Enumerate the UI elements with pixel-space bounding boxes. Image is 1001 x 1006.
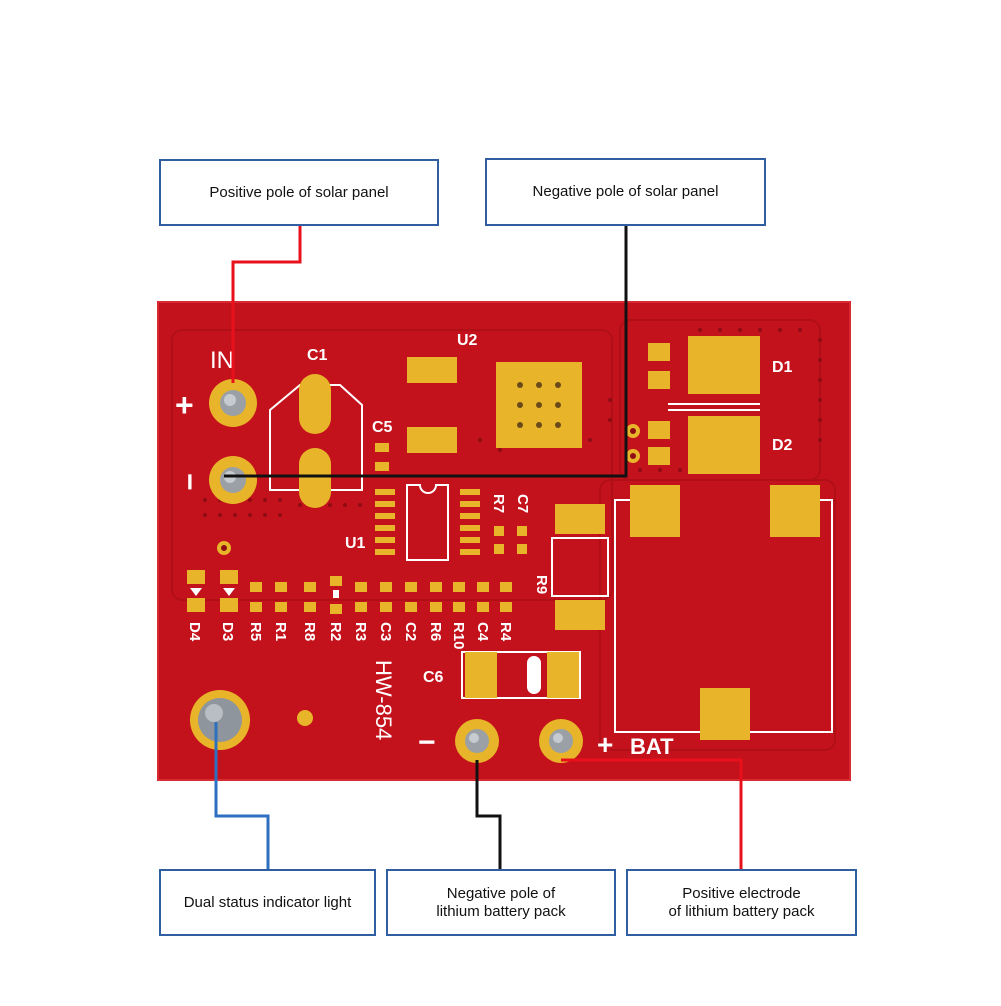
callout-status-light: Dual status indicator light [159, 869, 376, 936]
u2-label: U2 [457, 332, 478, 349]
r9-label: R9 [533, 575, 550, 594]
bat-plus-sign: + [597, 729, 613, 760]
r7-c7-pads [494, 526, 527, 554]
c1-pad-top [299, 374, 331, 434]
c1-pad-bottom [299, 448, 331, 508]
led-arrows [190, 588, 235, 596]
r9-pad [555, 504, 605, 534]
d2-label: D2 [772, 437, 793, 454]
r8-label: R8 [301, 622, 318, 641]
wire-positive-solar [231, 226, 302, 383]
in-plus-sign: + [175, 387, 194, 423]
u1-outline [406, 484, 449, 561]
board-model-label: HW-854 [371, 660, 396, 740]
callout-positive-solar: Positive pole of solar panel [159, 159, 439, 226]
callout-positive-battery: Positive electrode of lithium battery pa… [626, 869, 857, 936]
c5-pad [375, 462, 389, 471]
r2-label: R2 [327, 622, 344, 641]
u2-thermal-vias [517, 382, 561, 428]
r3-label: R3 [352, 622, 369, 641]
c6-pad [547, 652, 579, 698]
r9-outline [551, 537, 609, 597]
c5-pad [375, 443, 389, 452]
inductor-pad [770, 485, 820, 537]
u2-small-pad [407, 357, 457, 383]
c2-label: C2 [402, 622, 419, 641]
d1-pads [648, 336, 760, 394]
inductor-pad [700, 688, 750, 740]
u2-small-pad [407, 427, 457, 453]
callout-negative-solar: Negative pole of solar panel [485, 158, 766, 226]
component-row-pads [250, 576, 512, 614]
bat-positive-pad [539, 719, 583, 763]
d4-label: D4 [186, 622, 203, 642]
wire-status-light [214, 722, 270, 870]
c3-label: C3 [377, 622, 394, 641]
c6-body [527, 656, 541, 694]
callout-negative-battery: Negative pole of lithium battery pack [386, 869, 616, 936]
c7-label: C7 [514, 494, 531, 513]
r4-label: R4 [497, 622, 514, 642]
d3-label: D3 [219, 622, 236, 641]
r9-pad [555, 600, 605, 630]
in-negative-pad [209, 456, 257, 504]
bat-minus-sign: − [418, 726, 436, 759]
r10-label: R10 [450, 622, 467, 650]
inductor-pad [630, 485, 680, 537]
c6-outline [461, 651, 581, 699]
c6-label: C6 [423, 669, 444, 686]
d1-label: D1 [772, 359, 793, 376]
status-light-pad [190, 690, 250, 750]
pcb-board-highlight [157, 301, 851, 781]
mounting-dot [297, 710, 313, 726]
led-pads [187, 570, 238, 612]
c5-label: C5 [372, 419, 393, 436]
r6-label: R6 [427, 622, 444, 641]
u1-label: U1 [345, 535, 366, 552]
r5-label: R5 [247, 622, 264, 641]
u1-pins-right [460, 489, 480, 555]
in-minus-sign: − [173, 473, 206, 491]
c1-label: C1 [307, 347, 328, 364]
component-row-labels: D4 D3 R5 R1 R8 R2 R3 C3 C2 R6 R10 C4 R4 [186, 622, 514, 650]
bat-label: BAT [630, 734, 674, 759]
wire-positive-battery [561, 758, 743, 870]
r7-label: R7 [490, 494, 507, 513]
r1-label: R1 [272, 622, 289, 641]
in-positive-pad [209, 379, 257, 427]
wire-negative-solar [224, 226, 628, 478]
bat-negative-pad [455, 719, 499, 763]
in-label: IN [210, 347, 234, 374]
c6-pad [465, 652, 497, 698]
r2-marker [333, 590, 339, 598]
c4-label: C4 [474, 622, 491, 642]
u1-pins-left [375, 489, 395, 555]
wire-negative-battery [475, 760, 502, 870]
d2-pads [648, 416, 760, 474]
